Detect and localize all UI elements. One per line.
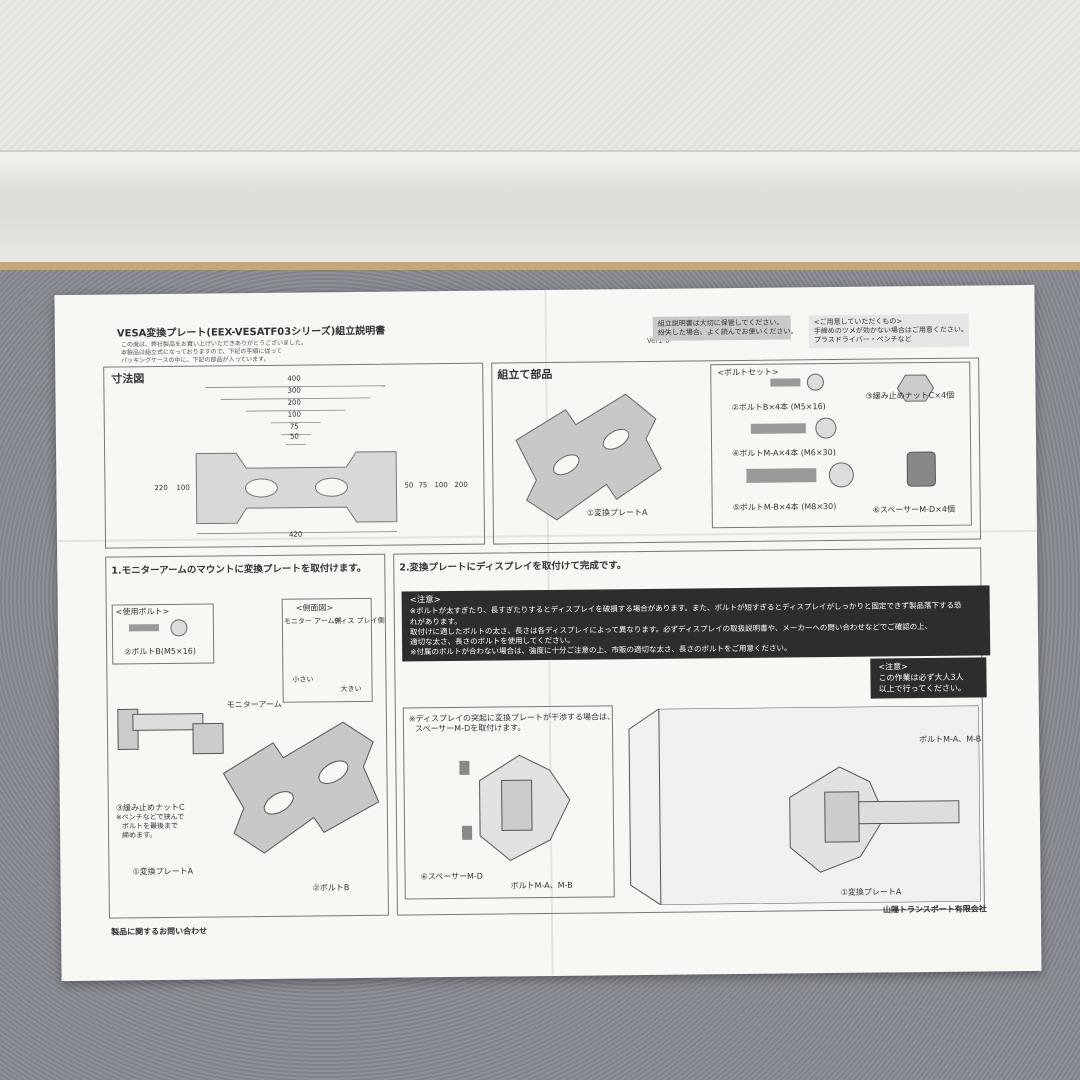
side-view-title: <側面図>	[295, 603, 334, 613]
display-side-label: ディス プレイ側	[333, 616, 385, 626]
part-bolt-b: ②ボルトB×4本 (M5×16)	[731, 402, 826, 413]
step1-title: 1.モニターアームのマウントに変換プレートを取付けます。	[111, 562, 367, 577]
bolts-m-label-right: ボルトM-A、M-B	[919, 734, 982, 745]
step2-title: 2.変換プレートにディスプレイを取付けて完成です。	[399, 560, 627, 574]
notice-tools: <ご用意していただくもの> 手締めのツメが効かない場合はご用意ください。 プラス…	[808, 313, 970, 349]
step1-assembly-drawing	[117, 708, 380, 854]
notice-keep-manual: 組立説明書は大切に保管してください。 紛失した場合、よく読んでお使いください。	[652, 315, 798, 342]
spacer-detail-drawing	[459, 754, 571, 862]
bolts-m-label: ボルトM-A、M-B	[510, 880, 573, 891]
dim-width-200: 200	[287, 398, 301, 407]
bolt-icon	[128, 619, 188, 637]
plate-a-drawing	[515, 393, 662, 521]
dimensions-title: 寸法図	[111, 372, 145, 386]
nut-icon	[896, 374, 935, 402]
intro-line-3: パッキングケースの中に、下記の部品が入っています。	[121, 355, 270, 365]
baseboard	[0, 150, 1080, 272]
company-name: 山陽トランスポート有限会社	[882, 904, 987, 915]
parts-plate-label: ①変換プレートA	[586, 507, 648, 518]
part-bolt-m-a: ④ボルトM-A×4本 (M6×30)	[732, 447, 836, 459]
step1-bolt-b-label: ②ボルトB	[312, 883, 350, 893]
wall	[0, 0, 1080, 170]
bolt-set-drawing	[746, 373, 854, 488]
spacer-m-d-label: ⑥スペーサーM-D	[420, 871, 483, 882]
part-spacer-m-d: ⑥スペーサーM-D×4個	[872, 504, 955, 515]
nut-note-line-3: 締めます。	[122, 831, 157, 840]
notice-keep-line-2: 紛失した場合、よく読んでお使いください。	[657, 327, 798, 337]
step1-plate-label: ①変換プレートA	[132, 866, 194, 877]
dim-height-200: 200	[454, 480, 468, 489]
dim-height-75: 75	[418, 481, 428, 490]
part-bolt-m-b: ⑤ボルトM-B×4本 (M8×30)	[732, 501, 837, 513]
notice-tools-line-3: プラスドライバー・ペンチなど	[813, 335, 912, 345]
dim-height-100-left: 100	[176, 483, 190, 492]
step1-bolt-label: ②ボルトB(M5×16)	[124, 646, 196, 657]
sheet-title: VESA変換プレート(EEX-VESATF03シリーズ)組立説明書	[116, 325, 386, 340]
dim-width-75: 75	[289, 422, 299, 431]
small-label: 小さい	[292, 675, 314, 684]
dimension-drawing	[195, 385, 398, 535]
part-nut-c: ③緩み止めナットC×4個	[865, 390, 955, 401]
dim-height-100-right: 100	[434, 481, 448, 490]
dim-height-220: 220	[154, 483, 168, 493]
dim-width-420: 420	[288, 530, 303, 539]
display-mount-drawing	[628, 705, 981, 906]
inquiry-title: 製品に関するお問い合わせ	[111, 926, 208, 937]
caution2-line-1: この作業は必ず大人3人	[878, 672, 964, 683]
dim-width-100: 100	[287, 410, 302, 419]
spacer-icon	[906, 451, 936, 487]
parts-title: 組立て部品	[497, 367, 553, 382]
caution2-line-2: 以上で行ってください。	[878, 683, 967, 694]
dim-height-50: 50	[404, 481, 414, 490]
dim-width-300: 300	[287, 386, 301, 395]
dim-width-50: 50	[289, 432, 299, 441]
step2-plate-label: ①変換プレートA	[840, 887, 902, 897]
caution-box: <注意> ※ボルトが太すぎたり、長すぎたりするとディスプレイを破損する場合があり…	[401, 585, 991, 662]
caution2-box: <注意> この作業は必ず大人3人 以上で行ってください。	[870, 657, 987, 700]
instruction-sheet: VESA変換プレート(EEX-VESATF03シリーズ)組立説明書 この度は、弊…	[54, 284, 1042, 982]
dim-width-400: 400	[287, 374, 301, 383]
